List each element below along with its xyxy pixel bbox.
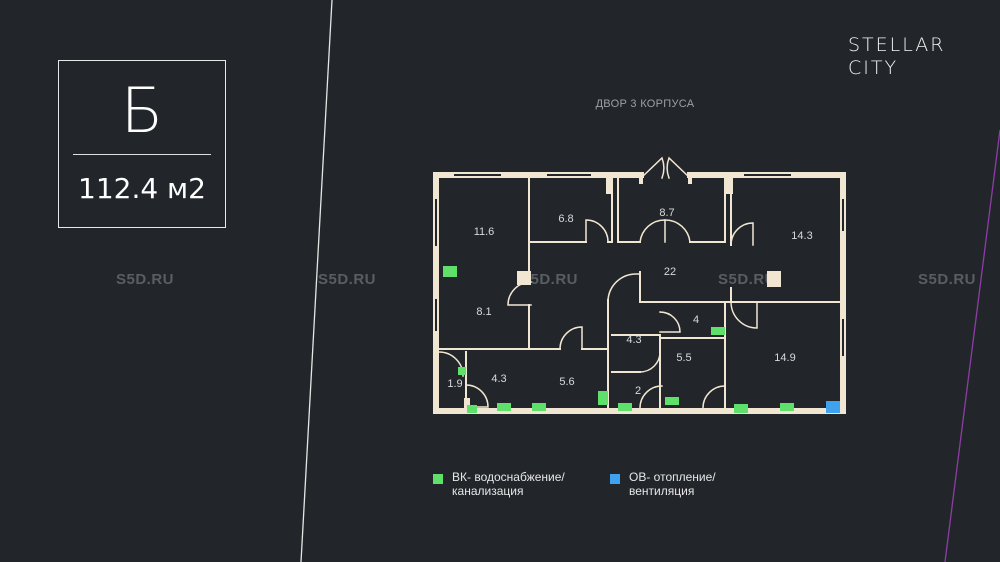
room-area: 4.3 — [491, 373, 506, 385]
room-area: 4 — [693, 314, 699, 326]
water-marker — [618, 403, 632, 411]
floor-plan: 11.6 6.8 8.7 14.3 22 8.1 4 4.3 5.5 14.9 … — [433, 156, 846, 414]
room-area: 14.9 — [774, 352, 795, 364]
water-marker — [711, 327, 725, 335]
water-marker — [665, 397, 679, 405]
outer-wall — [433, 172, 846, 414]
watermark: S5D.RU — [520, 271, 579, 288]
water-marker — [598, 391, 608, 405]
legend-water-swatch — [433, 474, 443, 484]
apartment-type-letter: Б — [120, 74, 164, 147]
watermark: S5D.RU — [318, 271, 377, 288]
room-area: 2 — [635, 385, 641, 397]
legend-water: ВК- водоснабжение/ канализация — [433, 470, 592, 498]
legend-heating-label: ОВ- отопление/ вентиляция — [629, 470, 716, 498]
room-area: 8.1 — [476, 306, 491, 318]
apartment-area: 112.4 м2 — [78, 172, 206, 205]
room-area: 4.3 — [626, 334, 641, 346]
heating-marker — [826, 401, 840, 413]
brand-logo: STELLAR CITY — [848, 34, 945, 80]
water-marker — [497, 403, 511, 411]
room-area: 11.6 — [474, 226, 495, 238]
watermark: S5D.RU — [718, 271, 777, 288]
room-area: 14.3 — [791, 230, 812, 242]
brand-line-2: CITY — [848, 57, 899, 79]
room-area: 5.6 — [559, 376, 574, 388]
apartment-card: Б 112.4 м2 — [58, 60, 226, 228]
water-marker — [780, 403, 794, 411]
room-area: 6.8 — [558, 213, 573, 225]
watermark: S5D.RU — [918, 271, 977, 288]
water-marker — [443, 266, 457, 277]
room-area: 22 — [664, 266, 676, 278]
room-area: 5.5 — [676, 352, 691, 364]
legend-water-label: ВК- водоснабжение/ канализация — [452, 470, 565, 498]
water-marker — [458, 367, 466, 375]
utility-markers — [443, 266, 840, 413]
orientation-label: ДВОР 3 КОРПУСА — [595, 98, 695, 110]
legend-heating: ОВ- отопление/ вентиляция — [610, 470, 749, 498]
room-area: 1.9 — [447, 378, 462, 390]
watermark: S5D.RU — [116, 271, 175, 288]
brand-line-1: STELLAR — [848, 34, 946, 56]
water-marker — [734, 404, 748, 413]
card-divider — [73, 154, 211, 155]
water-marker — [532, 403, 546, 411]
legend-heating-swatch — [610, 474, 620, 484]
room-area: 8.7 — [659, 207, 674, 219]
water-marker — [467, 405, 477, 413]
